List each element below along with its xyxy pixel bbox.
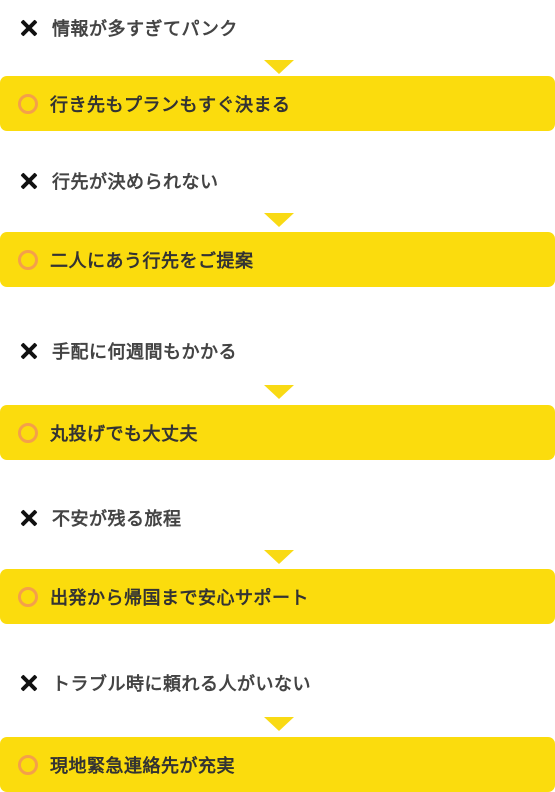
circle-icon [18,93,38,114]
problem-item-4: 不安が残る旅程 [20,505,182,531]
solution-text: 行き先もプランもすぐ決まる [50,94,291,116]
problem-text: 情報が多すぎてパンク [52,19,238,40]
problem-item-1: 情報が多すぎてパンク [20,15,238,41]
down-arrow-icon [264,213,294,227]
down-arrow-icon [264,550,294,564]
problem-item-5: トラブル時に頼れる人がいない [20,670,311,696]
solution-banner-4: 出発から帰国まで安心サポート [0,569,555,624]
cross-icon [20,172,38,190]
problem-text: 行先が決められない [52,172,219,193]
problem-item-3: 手配に何週間もかかる [20,338,237,364]
cross-icon [20,19,38,37]
problem-text: 不安が残る旅程 [52,509,182,530]
solution-text: 二人にあう行先をご提案 [50,250,254,272]
problem-text: トラブル時に頼れる人がいない [52,674,311,695]
cross-icon [20,674,38,692]
problem-item-2: 行先が決められない [20,168,219,194]
down-arrow-icon [264,385,294,399]
problem-text: 手配に何週間もかかる [52,342,237,363]
solution-banner-5: 現地緊急連絡先が充実 [0,737,555,792]
cross-icon [20,342,38,360]
solution-text: 現地緊急連絡先が充実 [50,755,235,777]
solution-banner-2: 二人にあう行先をご提案 [0,232,555,287]
circle-icon [18,586,38,607]
solution-text: 出発から帰国まで安心サポート [50,587,309,609]
circle-icon [18,249,38,270]
solution-text: 丸投げでも大丈夫 [50,423,198,445]
down-arrow-icon [264,717,294,731]
circle-icon [18,422,38,443]
circle-icon [18,754,38,775]
solution-banner-1: 行き先もプランもすぐ決まる [0,76,555,131]
down-arrow-icon [264,60,294,74]
solution-banner-3: 丸投げでも大丈夫 [0,405,555,460]
cross-icon [20,509,38,527]
